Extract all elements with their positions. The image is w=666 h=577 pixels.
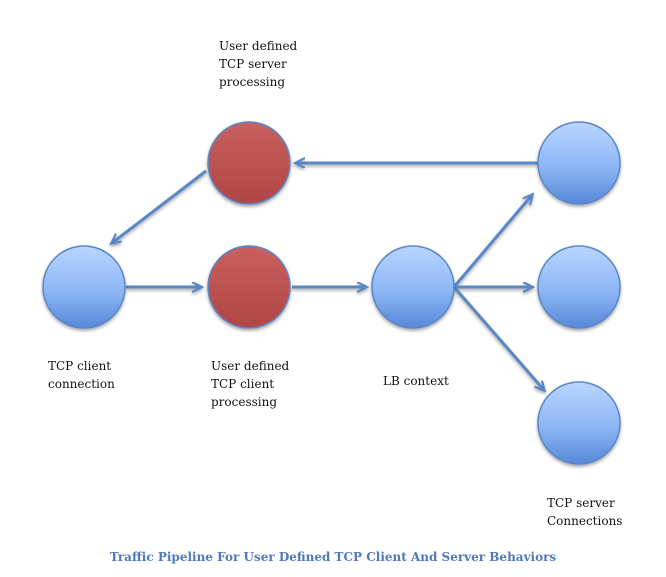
label-server-connections: TCP server Connections	[547, 496, 623, 528]
node-server-processing	[207, 121, 291, 205]
label-server-processing: User defined TCP server processing	[219, 39, 298, 89]
node-client-connection	[42, 245, 126, 329]
node-server-connection-middle	[537, 245, 621, 329]
label-lb-context: LB context	[383, 374, 449, 388]
node-server-connection-bottom	[537, 381, 621, 465]
edge-server-processing-to-client-connection	[112, 169, 207, 243]
edge-lb-context-to-server-top	[452, 195, 532, 288]
node-lb-context	[371, 245, 455, 329]
node-server-connection-top	[537, 121, 621, 205]
label-client-processing: User defined TCP client processing	[211, 359, 290, 409]
edge-lb-context-to-server-bottom	[452, 286, 544, 390]
label-client-connection: TCP client connection	[48, 359, 115, 391]
diagram-caption: Traffic Pipeline For User Defined TCP Cl…	[109, 550, 557, 564]
node-client-processing	[207, 245, 291, 329]
